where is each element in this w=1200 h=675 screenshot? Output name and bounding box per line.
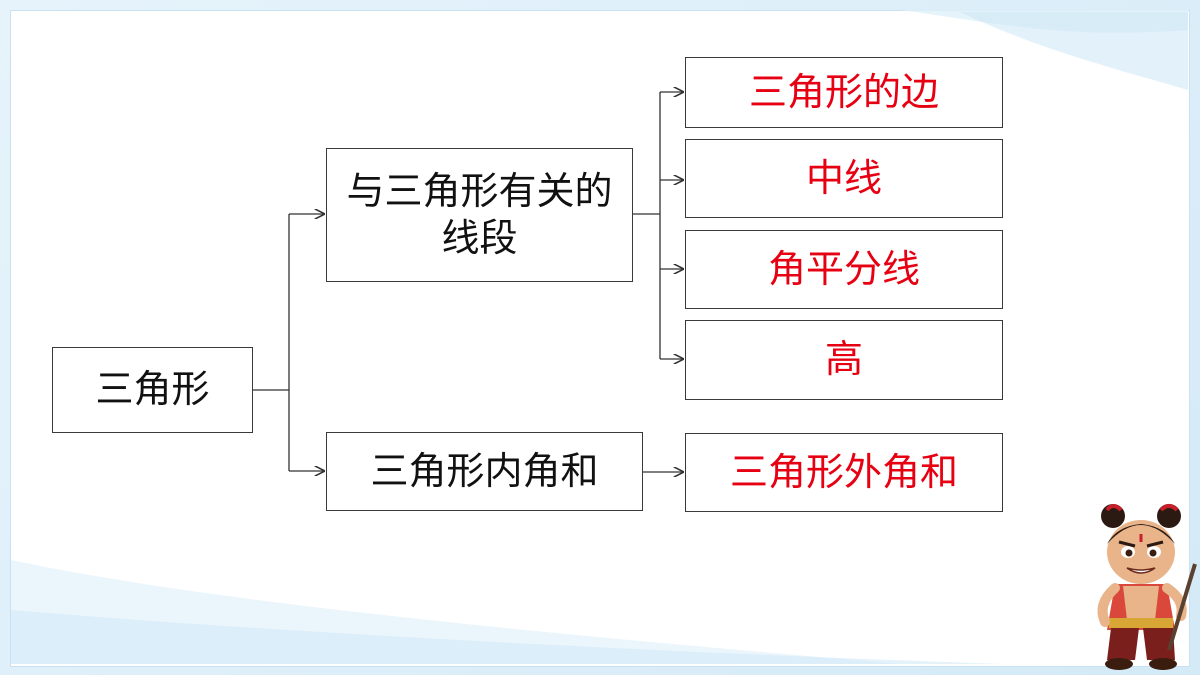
node-altitude: 高 [685,320,1003,400]
top-right-wave-2 [960,12,1188,90]
bottom-left-wave-2 [11,610,1000,664]
node-root: 三角形 [52,347,253,433]
node-sides: 三角形的边 [685,57,1003,128]
node-exterior-angles: 三角形外角和 [685,433,1003,512]
node-interior-angles: 三角形内角和 [326,432,643,511]
node-segments-label: 与三角形有关的线段 [346,168,613,261]
cartoon-character-icon [1097,504,1197,670]
node-angle-bisector: 角平分线 [685,230,1003,309]
node-median: 中线 [685,139,1003,218]
node-segments: 与三角形有关的线段 [326,148,633,282]
